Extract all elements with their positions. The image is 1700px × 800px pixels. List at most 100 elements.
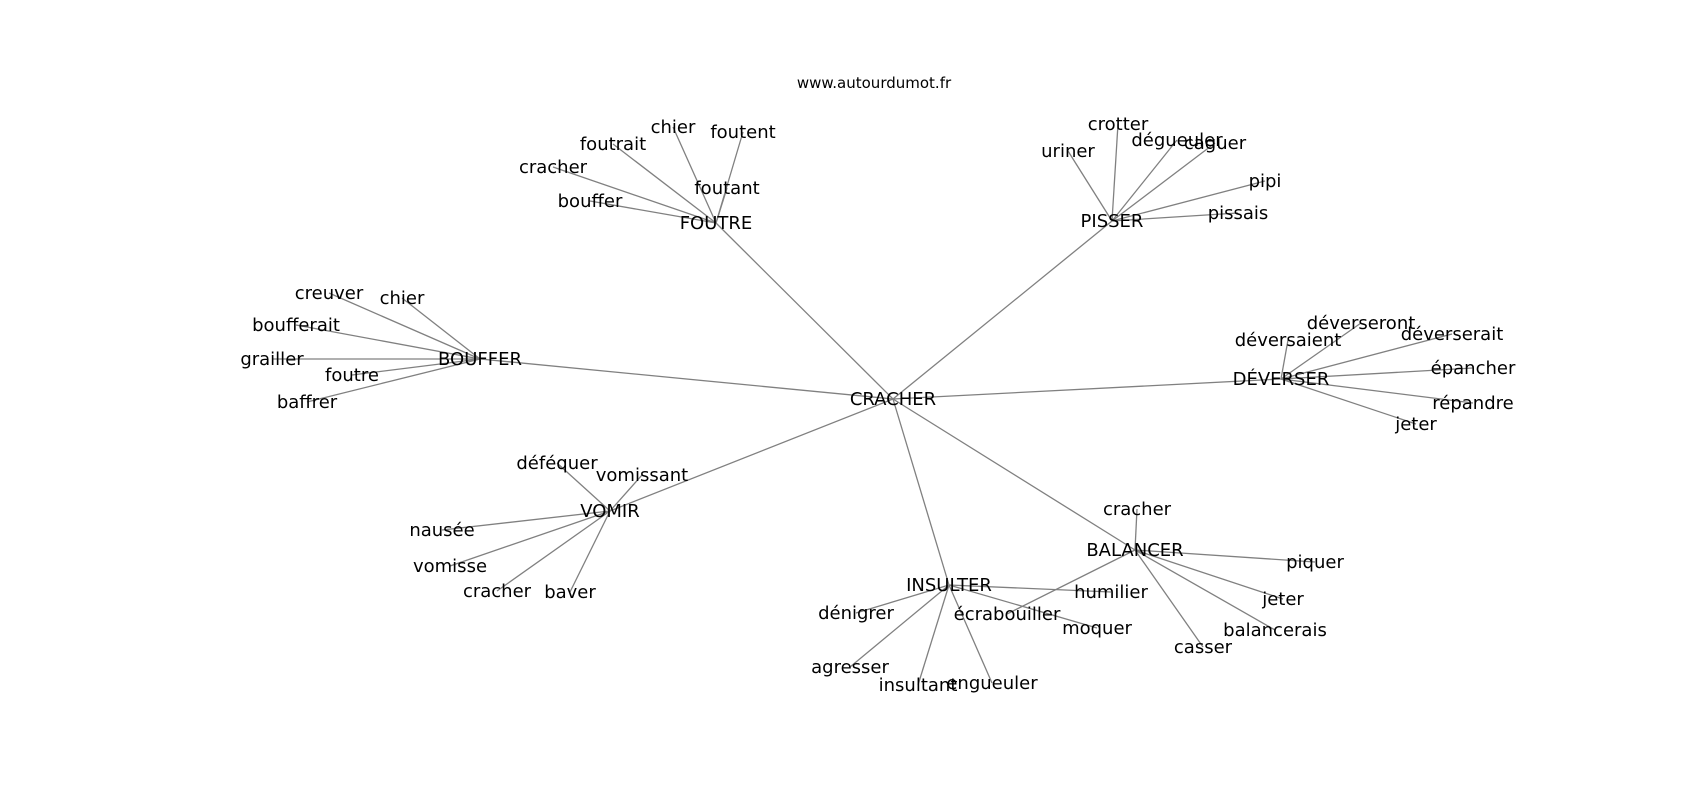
edge-hub-to-leaf (1280, 367, 1474, 380)
leaf-node-label: foutant (694, 178, 759, 199)
leaf-node-label: humilier (1074, 582, 1148, 603)
leaf-node-label: vomissant (596, 465, 688, 486)
leaf-node-label: bouffer (558, 191, 623, 212)
leaf-node-label: cracher (519, 157, 588, 178)
edge-hub-to-leaf (1280, 378, 1417, 425)
leaf-node-label: grailler (240, 349, 304, 370)
leaf-node-label: insultant (879, 675, 958, 696)
edge-root-to-hub (892, 398, 1136, 551)
leaf-node-label: pissais (1208, 203, 1269, 224)
edge-hub-to-leaf (1006, 549, 1136, 615)
leaf-node-label: déverseront (1307, 313, 1416, 334)
leaf-node-label: dénigrer (818, 603, 894, 624)
edge-hub-to-leaf (1111, 139, 1178, 222)
root-node-label: CRACHER (850, 389, 936, 410)
leaf-node-label: engueuler (946, 673, 1038, 694)
edge-hub-to-leaf (1280, 378, 1474, 404)
leaf-node-label: agresser (811, 657, 889, 678)
leaf-node-label: déféquer (516, 453, 598, 474)
edge-hub-to-leaf (1111, 212, 1239, 222)
edge-hub-to-leaf (1134, 549, 1276, 631)
leaf-node-label: nausée (409, 520, 474, 541)
leaf-node-label: épancher (1431, 358, 1516, 379)
leaf-node-label: cracher (1103, 499, 1172, 520)
leaf-node-label: pipi (1249, 171, 1282, 192)
edge-hub-to-leaf (1111, 142, 1216, 222)
edge-hub-to-leaf (295, 324, 481, 360)
edge-root-to-hub (715, 222, 894, 400)
edge-hub-to-leaf (328, 292, 481, 360)
edge-hub-to-leaf (1067, 150, 1113, 222)
edge-hub-to-leaf (569, 510, 611, 593)
leaf-node-label: foutrait (580, 134, 646, 155)
leaf-node-label: creuver (295, 283, 364, 304)
hub-node-label: BOUFFER (438, 349, 522, 370)
leaf-node-label: cracher (463, 581, 532, 602)
edge-hub-to-leaf (1134, 549, 1204, 648)
leaf-node-label: dégueuler (1131, 130, 1223, 151)
edge-hub-to-leaf (1111, 123, 1119, 222)
leaf-node-label: baffrer (277, 392, 338, 413)
leaf-node-label: moquer (1062, 618, 1132, 639)
leaf-node-label: crotter (1088, 114, 1149, 135)
edge-hub-to-leaf (552, 166, 717, 224)
leaf-node-label: vomisse (413, 556, 487, 577)
hub-node-label: VOMIR (580, 501, 640, 522)
edge-hub-to-leaf (855, 584, 950, 614)
edge-root-to-hub (609, 398, 894, 512)
edge-hub-to-leaf (849, 584, 950, 668)
hub-node-label: DÉVERSER (1233, 368, 1330, 390)
leaf-node-label: déverserait (1401, 324, 1504, 345)
leaf-node-label: jeter (1261, 589, 1304, 610)
leaf-node-label: uriner (1041, 141, 1095, 162)
edge-hub-to-leaf (948, 584, 993, 684)
edge-hub-to-leaf (441, 510, 611, 531)
leaf-node-label: écrabouiller (954, 604, 1061, 625)
edge-hub-to-leaf (496, 510, 611, 592)
edge-hub-to-leaf (1280, 333, 1453, 380)
hub-node-label: INSULTER (906, 575, 992, 596)
edge-hub-to-leaf (401, 297, 481, 360)
leaf-node-label: chier (380, 288, 425, 309)
edge-root-to-hub (892, 398, 950, 586)
edge-root-to-hub (892, 220, 1113, 400)
leaf-node-label: balancerais (1223, 620, 1327, 641)
edge-hub-to-leaf (672, 126, 717, 224)
edge-hub-to-leaf (1134, 508, 1138, 551)
watermark: www.autourdumot.fr (797, 74, 952, 92)
leaf-node-label: jeter (1394, 414, 1437, 435)
edge-hub-to-leaf (715, 187, 728, 224)
hub-node-label: BALANCER (1086, 540, 1183, 561)
leaf-node-label: foutent (710, 122, 775, 143)
leaf-node-label: caguer (1184, 133, 1247, 154)
edge-root-to-hub (892, 378, 1282, 400)
edge-hub-to-leaf (449, 510, 611, 567)
edge-hub-to-leaf (948, 584, 1112, 593)
leaf-node-label: répandre (1432, 393, 1513, 414)
hub-node-label: FOUTRE (680, 213, 753, 234)
leaf-node-label: boufferait (252, 315, 340, 336)
edge-hub-to-leaf (612, 143, 717, 224)
leaf-node-label: foutre (325, 365, 379, 386)
leaf-node-label: casser (1174, 637, 1233, 658)
edge-hub-to-leaf (351, 358, 481, 376)
edge-hub-to-leaf (306, 358, 481, 403)
edge-hub-to-leaf (1280, 339, 1289, 380)
edge-hub-to-leaf (1111, 180, 1266, 222)
leaf-node-label: piquer (1286, 552, 1344, 573)
edge-hub-to-leaf (556, 462, 611, 512)
edge-hub-to-leaf (589, 200, 717, 224)
edge-hub-to-leaf (1280, 322, 1362, 380)
leaf-node-label: chier (651, 117, 696, 138)
edge-hub-to-leaf (948, 584, 1098, 629)
leaf-node-label: baver (544, 582, 596, 603)
edge-hub-to-leaf (917, 584, 950, 686)
hub-node-label: PISSER (1081, 211, 1144, 232)
edge-hub-to-leaf (609, 474, 643, 512)
leaf-node-label: déversaient (1235, 330, 1342, 351)
edge-hub-to-leaf (1134, 549, 1284, 600)
edge-root-to-hub (479, 358, 894, 400)
edge-hub-to-leaf (1134, 549, 1316, 563)
